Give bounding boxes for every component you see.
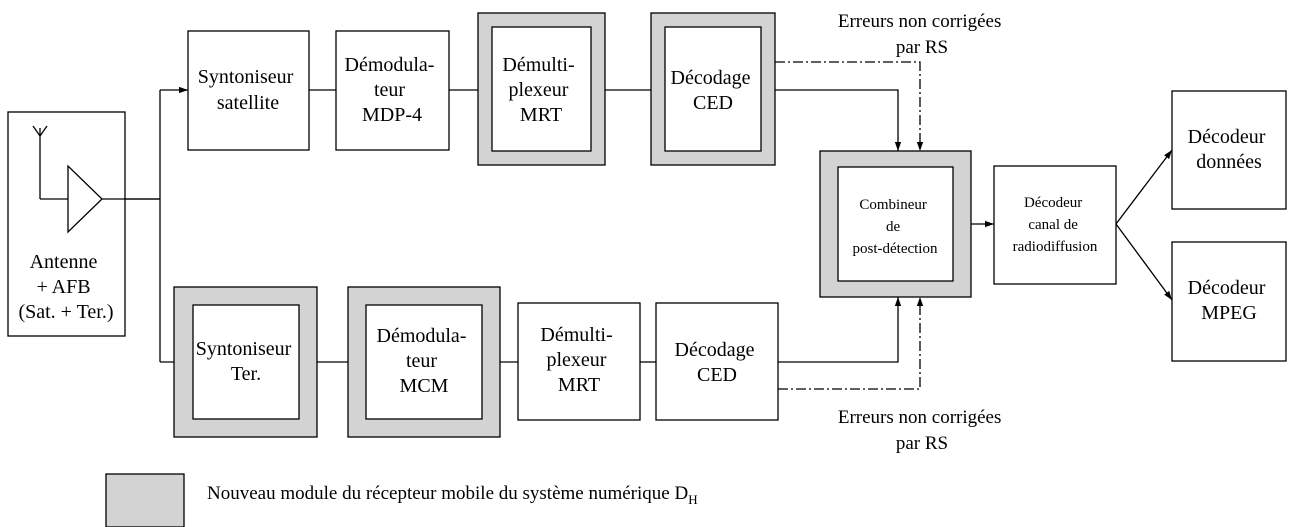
note-bottom-line-2: par RS <box>896 433 948 454</box>
ter-tuner-label-line-1: Syntoniseur <box>196 338 292 360</box>
ter-fec-decoder-block: Décodage CED <box>655 302 779 421</box>
antenna-label-line-1: Antenne <box>30 251 98 273</box>
note-bottom: Erreurs non corrigées par RS <box>838 407 1006 454</box>
antenna-block: Antenne + AFB (Sat. + Ter.) <box>7 111 126 337</box>
ter-demod-label-line-3: MCM <box>400 375 449 397</box>
post-detection-combiner-block: Combineur de post-détection <box>819 150 972 298</box>
ter-demodulator-block: Démodula- teur MCM <box>347 286 501 438</box>
svg-text:Décodeur canal de: Décodeur canal de radiodiffusion <box>1013 195 1098 255</box>
legend-subscript: H <box>688 492 697 507</box>
note-top: Erreurs non corrigées par RS <box>838 11 1006 58</box>
ter-demod-label-line-1: Démodula- <box>377 325 467 347</box>
legend: Nouveau module du récepteur mobile du sy… <box>105 473 698 527</box>
antenna-label-line-2: + AFB <box>36 276 90 298</box>
sat-demux-label-line-1: Démulti- <box>502 54 574 76</box>
svg-text:Combineur de post-: Combineur de post-détection <box>853 197 938 257</box>
sat-fec-decoder-block: Décodage CED <box>650 12 776 166</box>
note-top-line-2: par RS <box>896 37 948 58</box>
sat-demultiplexer-block: Démulti- plexeur MRT <box>477 12 606 166</box>
ter-demux-label-line-2: plexeur <box>547 349 607 371</box>
sat-tuner-label-line-1: Syntoniseur <box>198 66 294 88</box>
broadcast-channel-decoder-block: Décodeur canal de radiodiffusion <box>993 165 1117 285</box>
data-decoder-label-line-1: Décodeur <box>1188 126 1266 148</box>
svg-text:Démulti- plexeur M: Démulti- plexeur MRT <box>540 324 617 396</box>
broadcast-decoder-label-line-2: canal de <box>1028 217 1078 233</box>
antenna-label-line-3: (Sat. + Ter.) <box>18 301 113 323</box>
sat-demux-label-line-2: plexeur <box>509 79 569 101</box>
sat-demod-label-line-3: MDP-4 <box>362 104 422 126</box>
connection-wires <box>102 61 1173 390</box>
sat-demod-label-line-1: Démodula- <box>345 54 435 76</box>
ter-tuner-block: Syntoniseur Ter. <box>173 286 318 438</box>
sat-demux-label-line-3: MRT <box>520 104 562 126</box>
legend-text: Nouveau module du récepteur mobile du sy… <box>207 483 698 507</box>
ter-demux-label-line-1: Démulti- <box>540 324 612 346</box>
sat-fec-label-line-1: Décodage <box>671 67 751 89</box>
mpeg-decoder-label-line-2: MPEG <box>1201 302 1257 324</box>
svg-text:Décodeur données: Décodeur données <box>1188 126 1271 173</box>
svg-text:Décodage CED: Décodage CED <box>675 339 760 386</box>
note-bottom-line-1: Erreurs non corrigées <box>838 407 1002 428</box>
sat-fec-label-line-2: CED <box>693 92 733 114</box>
sat-tuner-block: Syntoniseur satellite <box>187 30 310 151</box>
broadcast-decoder-label-line-1: Décodeur <box>1024 195 1082 211</box>
ter-fec-label-line-2: CED <box>697 364 737 386</box>
svg-text:Démodula- teur MCM: Démodula- teur MCM <box>377 325 472 397</box>
data-decoder-label-line-2: données <box>1196 151 1262 173</box>
svg-text:Syntoniseur Ter.: Syntoniseur Ter. <box>196 338 297 385</box>
svg-text:Syntoniseur satellite: Syntoniseur satellite <box>198 66 299 114</box>
ter-demod-label-line-2: teur <box>406 350 437 372</box>
data-decoder-block: Décodeur données <box>1171 90 1287 210</box>
ter-demultiplexer-block: Démulti- plexeur MRT <box>517 302 641 421</box>
amplifier-icon <box>67 164 103 234</box>
mpeg-decoder-label-line-1: Décodeur <box>1188 277 1266 299</box>
sat-tuner-label-line-2: satellite <box>217 92 279 114</box>
combiner-label-line-1: Combineur <box>859 197 927 213</box>
sat-demodulator-block: Démodula- teur MDP-4 <box>335 30 450 151</box>
legend-main-text: Nouveau module du récepteur mobile du sy… <box>207 483 688 504</box>
combiner-label-line-2: de <box>886 219 901 235</box>
mpeg-decoder-block: Décodeur MPEG <box>1171 241 1287 362</box>
ter-tuner-label-line-2: Ter. <box>231 363 261 385</box>
ter-demux-label-line-3: MRT <box>558 374 600 396</box>
legend-swatch <box>105 473 185 527</box>
sat-demod-label-line-2: teur <box>374 79 405 101</box>
combiner-label-line-3: post-détection <box>853 241 938 257</box>
ter-fec-label-line-1: Décodage <box>675 339 755 361</box>
svg-text:Antenne + AFB (Sat: Antenne + AFB (Sat. + Ter.) <box>18 251 113 323</box>
svg-text:Décodeur MPEG: Décodeur MPEG <box>1188 277 1271 324</box>
broadcast-decoder-label-line-3: radiodiffusion <box>1013 239 1098 255</box>
note-top-line-1: Erreurs non corrigées <box>838 11 1002 32</box>
svg-text:Décodage CED: Décodage CED <box>671 67 756 114</box>
svg-text:Démodula- teur MDP: Démodula- teur MDP-4 <box>345 54 440 126</box>
svg-text:Démulti- plexeur M: Démulti- plexeur MRT <box>502 54 579 126</box>
antenna-icon <box>32 125 68 200</box>
